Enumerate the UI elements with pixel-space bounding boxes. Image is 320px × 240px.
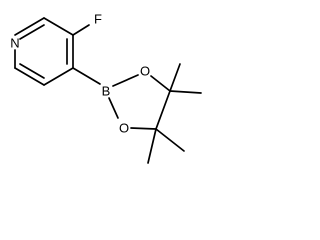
methyl-bond-3 xyxy=(155,128,185,152)
bond-o-top-c xyxy=(150,75,171,92)
methyl-bond-4 xyxy=(147,128,157,164)
atom-label-nitrogen: N xyxy=(10,36,19,51)
atom-label-oxygen-bottom: O xyxy=(119,121,129,136)
bond-b-o-top xyxy=(112,74,139,87)
atom-label-boron: B xyxy=(102,84,111,99)
atom-label-fluorine: F xyxy=(94,12,102,27)
atom-label-oxygen-top: O xyxy=(140,64,150,79)
pyridine-ring xyxy=(14,17,74,86)
bond-c6-c1-inner xyxy=(19,63,45,79)
bond-b-o-bottom xyxy=(108,97,119,119)
chemical-structure-diagram: N F B O O xyxy=(10,12,202,164)
bond-c2-c3 xyxy=(14,17,45,36)
bond-c-f xyxy=(72,24,90,36)
methyl-bond-1 xyxy=(169,63,181,92)
bond-c3-c4 xyxy=(43,17,74,36)
bond-o-bottom-c xyxy=(130,127,157,130)
bond-c6-c1 xyxy=(14,67,45,86)
bond-c2-c3-inner xyxy=(19,24,45,40)
methyl-bond-2 xyxy=(169,90,202,94)
methyl-groups xyxy=(147,63,202,164)
bond-c-c xyxy=(155,90,171,130)
chemical-structure-canvas: N F B O O xyxy=(10,12,202,164)
bond-c5-c6 xyxy=(43,67,74,86)
bond-c-b xyxy=(72,67,101,85)
dioxaborolane-ring xyxy=(108,74,171,130)
